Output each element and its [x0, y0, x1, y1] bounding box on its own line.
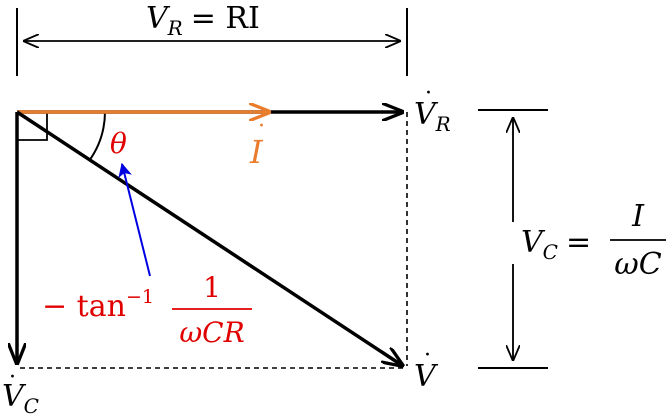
vc-vector-label: · VC	[2, 365, 39, 418]
vc-dim-label: VC=	[521, 225, 591, 264]
v-dot: ·	[424, 343, 431, 368]
v-vector-label: · V	[414, 343, 439, 394]
vc-frac-denominator: ωC	[614, 247, 661, 282]
current-dot: ·	[258, 114, 265, 139]
vr-vector-label: · VR	[414, 81, 451, 136]
vc-dimension: VC= I ωC	[478, 109, 666, 369]
pointer-arrow	[118, 162, 151, 277]
vc-frac-numerator: I	[631, 199, 645, 234]
vc-dot: ·	[9, 365, 16, 390]
angle-frac-numerator: 1	[203, 271, 221, 304]
vc-dim-label-bg	[512, 222, 570, 264]
right-angle-marker	[17, 112, 48, 141]
svg-text:VR: VR	[414, 97, 451, 136]
theta-arc	[88, 111, 106, 162]
angle-expression: − tan−1 1 ωCR	[42, 271, 252, 349]
v-vector	[16, 110, 403, 366]
vr-dot: ·	[425, 81, 432, 106]
vr-dimension: VR= RI	[16, 1, 408, 76]
current-text: I	[249, 133, 264, 171]
vr-dim-label: VR= RI	[146, 1, 260, 40]
v-text: V	[414, 359, 439, 394]
svg-text:VC: VC	[2, 379, 39, 418]
current-label: · I	[249, 114, 265, 171]
theta-label: θ	[110, 127, 127, 160]
angle-frac-denominator: ωCR	[179, 316, 244, 349]
angle-prefix: − tan−1	[42, 286, 154, 324]
